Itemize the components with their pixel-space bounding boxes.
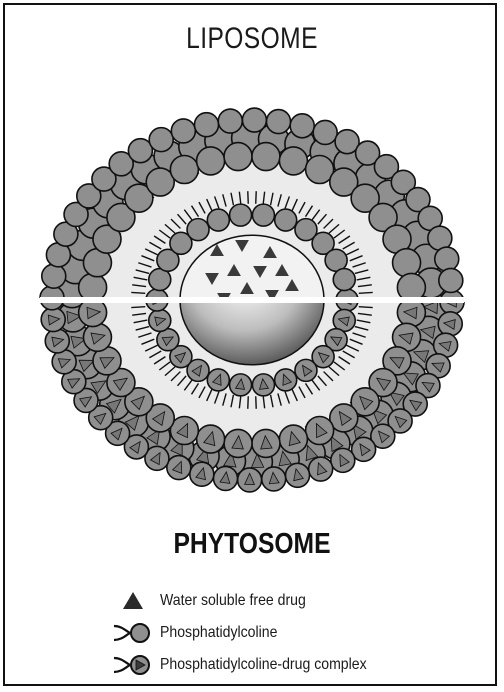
phospholipid-head	[218, 109, 242, 133]
phospholipid-head	[42, 264, 66, 288]
phospholipid-head	[290, 114, 314, 138]
lipid-tail	[131, 307, 145, 308]
phospholipid-head	[435, 247, 459, 271]
phospholipid-head	[313, 120, 337, 144]
phospholipid-head	[149, 128, 173, 152]
legend-label-drug-complex: Phosphatidylcoline-drug complex	[160, 656, 367, 674]
lipid-tail	[359, 307, 373, 308]
phospholipid-head	[230, 204, 252, 226]
phospholipid-head	[242, 108, 266, 132]
legend-item-drug-complex: Phosphatidylcoline-drug complex	[112, 652, 472, 684]
phospholipid-head	[333, 269, 355, 291]
lipid-tail	[359, 292, 373, 293]
triangle-icon	[112, 588, 156, 616]
legend-label-free-drug: Water soluble free drug	[160, 592, 306, 610]
phospholipid-drug-complex-icon	[112, 652, 156, 680]
phospholipid-head	[224, 143, 252, 171]
phospholipid-head	[170, 155, 198, 183]
legend-label-phospholipid: Phosphatidylcoline	[160, 624, 277, 642]
phospholipid-head	[393, 249, 421, 277]
phospholipid-head	[197, 147, 225, 175]
lipid-tail	[131, 292, 145, 293]
phospholipid-head	[439, 268, 463, 292]
phospholipid-head	[187, 219, 209, 241]
legend-item-phospholipid: Phosphatidylcoline	[112, 620, 472, 652]
phytosome-title: PHYTOSOME	[38, 528, 466, 561]
phospholipid-head	[252, 204, 274, 226]
legend: Water soluble free drug Phosphatidylcoli…	[112, 588, 472, 684]
phospholipid-head	[207, 209, 229, 231]
phospholipid-head	[267, 110, 291, 134]
phospholipid-head	[275, 209, 297, 231]
phospholipid-head	[194, 113, 218, 137]
phospholipid-head	[171, 119, 195, 143]
phospholipid-head	[252, 143, 280, 171]
legend-item-free-drug: Water soluble free drug	[112, 588, 472, 620]
section-divider	[40, 297, 464, 303]
phospholipid-head	[279, 147, 307, 175]
phospholipid-icon	[112, 620, 156, 648]
